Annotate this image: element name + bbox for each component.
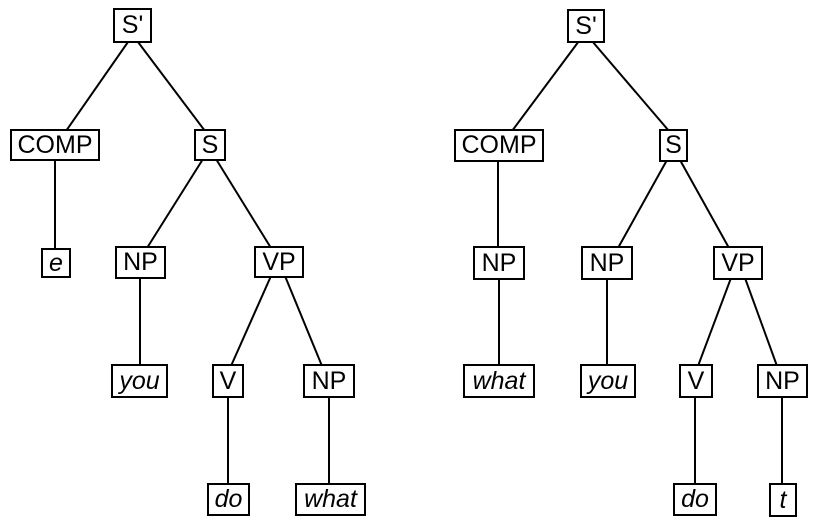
right-tree-node-vp: VP	[713, 246, 763, 280]
right-tree-node-np-object: NP	[757, 364, 808, 398]
left-tree-node-s: S	[194, 129, 226, 161]
right-tree-node-s: S	[659, 129, 688, 162]
left-tree-node-v: V	[212, 364, 244, 398]
right-tree-node-you: you	[580, 364, 636, 398]
left-tree-edge-s-np-subject	[146, 158, 204, 249]
left-tree-edge-s-bar-comp	[65, 41, 129, 132]
left-tree-node-what: what	[295, 483, 366, 516]
left-tree-node-vp: VP	[254, 246, 304, 278]
right-tree-node-comp: COMP	[454, 129, 544, 162]
left-tree-node-np-object: NP	[303, 364, 355, 398]
left-tree-node-comp: COMP	[10, 129, 100, 161]
right-tree-edge-s-vp	[679, 159, 730, 249]
right-tree-node-s-bar: S'	[567, 9, 605, 43]
right-tree-edge-s-np-subject	[617, 159, 668, 249]
right-tree-edge-vp-v	[697, 277, 732, 367]
left-tree-edge-vp-v	[230, 275, 272, 367]
right-tree-node-v: V	[679, 364, 713, 398]
left-tree-edge-vp-np-object	[284, 275, 323, 367]
left-tree-edge-s-bar-s	[137, 41, 206, 132]
right-tree-node-do: do	[673, 483, 717, 516]
left-tree-node-e: e	[41, 248, 71, 278]
left-tree-node-you: you	[111, 364, 168, 398]
right-tree-edge-vp-np-object	[744, 277, 778, 367]
left-tree-node-np-subject: NP	[115, 246, 166, 279]
right-tree-node-np-comp: NP	[473, 246, 525, 280]
right-tree-node-t: t	[769, 483, 797, 517]
right-tree-node-np-subject: NP	[581, 246, 633, 280]
left-tree-edge-s-vp	[215, 158, 272, 249]
right-tree-node-what: what	[463, 364, 535, 398]
left-tree-node-s-bar: S'	[113, 8, 152, 43]
left-tree-node-do: do	[207, 483, 250, 516]
right-tree-edge-s-bar-s	[591, 40, 670, 132]
right-tree-edge-s-bar-comp	[511, 40, 580, 132]
